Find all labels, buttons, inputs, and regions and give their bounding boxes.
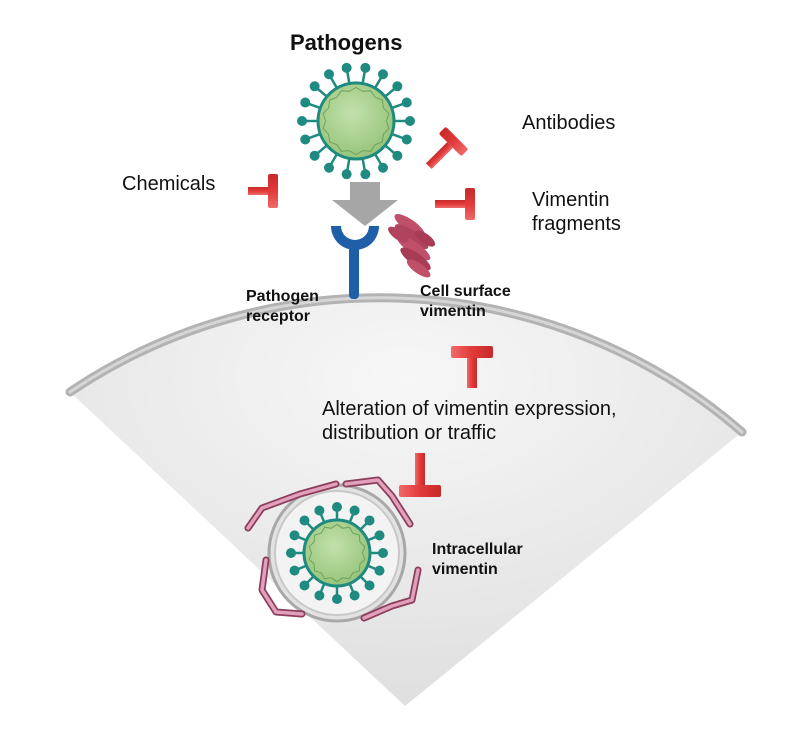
pathogen-spike-stalk [360,576,368,584]
label-vimentin-fragments: Vimentin fragments [532,188,621,236]
expression-inhibitor-upper [451,346,493,388]
pathogen-spike [341,169,352,180]
pathogen-membrane [308,523,366,583]
pathogen-spike-stalk [346,159,351,171]
pathogen-spike-stalk [392,133,404,140]
pathogen-spike-stalk [308,102,320,109]
label-intracellular-vimentin: Intracellular vimentin [432,540,523,580]
label-chemicals: Chemicals [122,173,216,195]
pathogen-intracellular [286,502,388,604]
label-pathogen-receptor: Pathogen receptor [246,287,319,327]
label-line: Intracellular [432,541,523,558]
pathogen-spike [378,548,388,558]
pathogen-spike [374,565,385,576]
pathogen-spike-stalk [346,71,351,83]
expression-inhibitor-lower [399,453,441,497]
pathogen-spike-stalk [361,159,366,171]
pathogen-spike [300,97,311,108]
pathogen-spike [360,62,371,73]
pathogen-spike-stalk [329,77,338,88]
pathogen-spike-stalk [316,87,327,97]
pathogen-core [316,81,396,161]
pathogen-spike-stalk [306,522,314,530]
pathogen-spike [374,530,385,541]
pathogen-spike-stalk [361,71,366,83]
pathogen-spike-stalk [348,513,355,523]
pathogen-spike [332,594,342,604]
cell-surface-vimentin [388,214,436,278]
pathogen-spike-stalk [385,87,396,97]
cell-body [70,297,742,706]
vimentin-fragments-inhibitor [435,188,475,220]
pathogen-spike-stalk [329,154,338,165]
pathogen-membrane [322,86,390,156]
pathogen-receptor [331,226,379,299]
pathogen-spike-stalk [348,583,355,593]
chemicals-inhibitor [248,174,278,208]
pathogen-outside [297,62,415,180]
pathogen-spike-stalk [319,583,326,593]
pathogen-spike [299,580,310,591]
pathogen-spike [299,515,310,526]
label-line: fragments [532,213,621,235]
pathogen-spike-stalk [319,513,326,523]
pathogen-spike-stalk [392,102,404,109]
label-line: receptor [246,308,311,325]
pathogen-spike [401,134,412,145]
pathogen-spike [314,505,325,516]
pathogen-spike-stalk [374,77,383,88]
label-alteration: Alteration of vimentin expression, distr… [322,397,617,445]
pathogen-spike [392,81,403,92]
pathogen-spike [378,162,388,173]
pathogen-spike [309,150,320,161]
entry-arrow [332,182,398,226]
pathogen-spike-stalk [367,535,377,542]
label-line: Vimentin [532,189,610,211]
pathogen-spike [392,150,403,161]
pathogen-spike [341,62,352,73]
pathogen-spike [349,590,360,601]
pathogen-spike [324,162,334,173]
title-pathogens: Pathogens [290,30,403,55]
pathogen-spike [289,565,300,576]
label-cell-surface-vimentin: Cell surface vimentin [420,282,511,322]
intracellular-vimentin [244,476,422,622]
pathogen-spike-stalk [297,535,307,542]
pathogen-spike-stalk [385,145,396,155]
pathogen-spike [324,69,334,80]
pathogen-spike-stalk [367,564,377,571]
pathogen-spike-stalk [374,154,383,165]
label-line: vimentin [420,303,486,320]
pathogen-spike [378,69,388,80]
pathogen-spike [286,548,296,558]
label-line: distribution or traffic [322,422,497,444]
label-line: Cell surface [420,283,511,300]
pathogen-spike [309,81,320,92]
label-line: vimentin [432,561,498,578]
pathogen-spike [405,116,415,126]
pathogen-spike [349,505,360,516]
pathogen-spike-stalk [316,145,327,155]
pathogen-spike [314,590,325,601]
pathogen-spike [401,97,412,108]
pathogen-spike [297,116,307,126]
label-line: Pathogen [246,288,319,305]
pathogen-spike-stalk [360,522,368,530]
pathogen-spike-stalk [308,133,320,140]
antibodies-inhibitor [425,127,468,170]
pathogen-spike [364,515,375,526]
pathogen-spike [360,169,371,180]
pathogen-spike-stalk [306,576,314,584]
pathogen-core [302,518,372,588]
pathogen-spike [332,502,342,512]
pathogen-spike [364,580,375,591]
pathogen-spike [289,530,300,541]
label-antibodies: Antibodies [522,112,616,134]
pathogen-spike-stalk [297,564,307,571]
pathogen-spike [300,134,311,145]
label-line: Alteration of vimentin expression, [322,398,617,420]
